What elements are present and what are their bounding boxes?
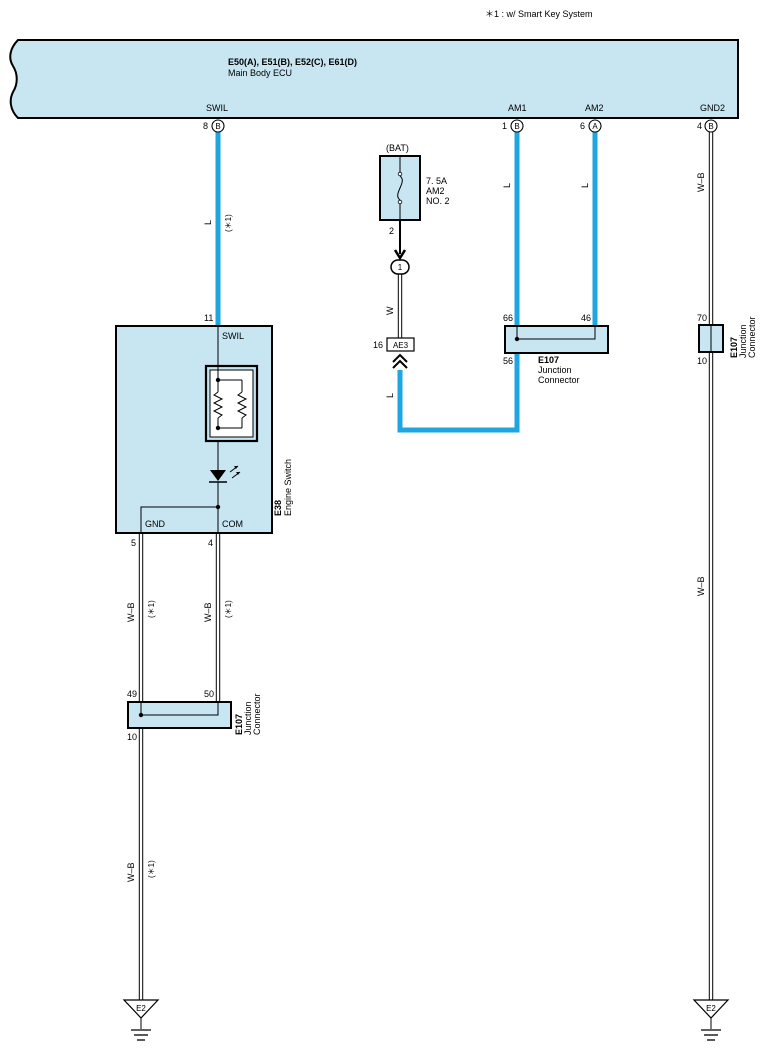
es-pin-5: 5: [131, 538, 136, 548]
jc-low-pin-49: 49: [127, 689, 137, 699]
main-body-ecu-box: [9, 39, 739, 119]
ecu-pin-b-am1: B: [510, 119, 524, 133]
gnd-wire-color: W–B: [126, 602, 136, 622]
fuse-wire-color: W: [385, 306, 395, 315]
jc-low-pin-10: 10: [127, 732, 137, 742]
es-label-com: COM: [222, 519, 243, 529]
ecu-pin-b-swil: B: [211, 119, 225, 133]
ecu-pin-b-gnd2: B: [704, 119, 718, 133]
jc-am-line1: Junction: [538, 365, 572, 375]
ecu-pin-swil: 8: [203, 121, 208, 131]
jc-gnd2-code: E107: [729, 337, 739, 358]
ecu-connectors-label: E50(A), E51(B), E52(C), E61(D): [228, 57, 357, 67]
jc-gnd2-pin-10: 10: [697, 356, 707, 366]
resistor-icon: [204, 364, 259, 443]
gnd-option-tag: (＊1): [147, 600, 156, 618]
ae3-pin: 16: [373, 340, 383, 350]
ground-e2-left: E2: [122, 999, 160, 1041]
svg-text:AE3: AE3: [393, 341, 409, 350]
es-name: Engine Switch: [283, 459, 293, 516]
com-option-tag: (＊1): [224, 600, 233, 618]
es-label-gnd: GND: [145, 519, 166, 529]
jc-am-line2: Connector: [538, 375, 580, 385]
jc-low-pin-50: 50: [204, 689, 214, 699]
ground-wire-color: W–B: [126, 862, 136, 882]
es-label-swil: SWIL: [222, 331, 244, 341]
jc-low-code: E107: [234, 714, 244, 735]
ground-option-tag: (＊1): [147, 860, 156, 878]
ecu-terminal-gnd2: GND2: [700, 103, 725, 113]
jc-am-pin-46: 46: [581, 313, 591, 323]
es-pin-11: 11: [204, 313, 213, 323]
fuse-name: AM2: [426, 186, 445, 196]
es-code: E38: [273, 500, 283, 516]
gnd2-wire-color-lower: W–B: [696, 576, 706, 596]
fuse-rating: 7. 5A: [426, 176, 447, 186]
fuse-source-label: (BAT): [386, 143, 409, 153]
ae3-connector: AE3: [386, 337, 415, 352]
ecu-terminal-swil: SWIL: [206, 103, 228, 113]
svg-text:A: A: [592, 122, 598, 131]
fuse-number: NO. 2: [426, 196, 450, 206]
ecu-terminal-am2: AM2: [585, 103, 604, 113]
smart-key-note: ＊1 : w/ Smart Key System: [485, 9, 593, 19]
swil-option-tag: (＊1): [224, 214, 233, 232]
svg-text:E2: E2: [136, 1004, 146, 1013]
es-pin-4: 4: [208, 538, 213, 548]
ecu-terminal-am1: AM1: [508, 103, 527, 113]
svg-text:E2: E2: [706, 1004, 716, 1013]
fuse-icon: [397, 156, 403, 220]
jc-gnd2-line1: Junction: [738, 324, 748, 358]
jc-gnd2-line2: Connector: [747, 316, 757, 358]
fuse-pin: 2: [389, 226, 394, 236]
jc-low-line1: Junction: [243, 701, 253, 735]
jc-am-pin-56: 56: [503, 356, 513, 366]
ground-e2-right: E2: [692, 999, 730, 1041]
gnd2-wire-color-upper: W–B: [696, 172, 706, 192]
jc-am-pin-66: 66: [503, 313, 513, 323]
svg-text:B: B: [708, 122, 713, 131]
ecu-pin-gnd2: 4: [697, 121, 702, 131]
swil-wire-color: L: [203, 220, 213, 225]
jc-am-bus: [516, 326, 596, 340]
jc-gnd2-pin-70: 70: [697, 313, 707, 323]
am2-wire-color: L: [580, 183, 590, 188]
am1-wire-color: L: [502, 183, 512, 188]
ecu-pin-am2: 6: [580, 121, 585, 131]
jc-low-line2: Connector: [252, 693, 262, 735]
inline-connector-1: 1: [390, 259, 410, 275]
svg-text:B: B: [215, 122, 220, 131]
com-wire-color: W–B: [203, 602, 213, 622]
jc-am-code: E107: [538, 355, 559, 365]
ecu-pin-a-am2: A: [588, 119, 602, 133]
ae3-wire-color: L: [385, 393, 395, 398]
ae3-chevron-icon: [392, 353, 408, 369]
fuse-arrow-icon: [393, 249, 407, 261]
ecu-name-label: Main Body ECU: [228, 68, 292, 78]
svg-text:B: B: [514, 122, 519, 131]
svg-text:1: 1: [398, 263, 403, 272]
ecu-pin-am1: 1: [502, 121, 507, 131]
wire-ae3-loop: [397, 353, 520, 433]
